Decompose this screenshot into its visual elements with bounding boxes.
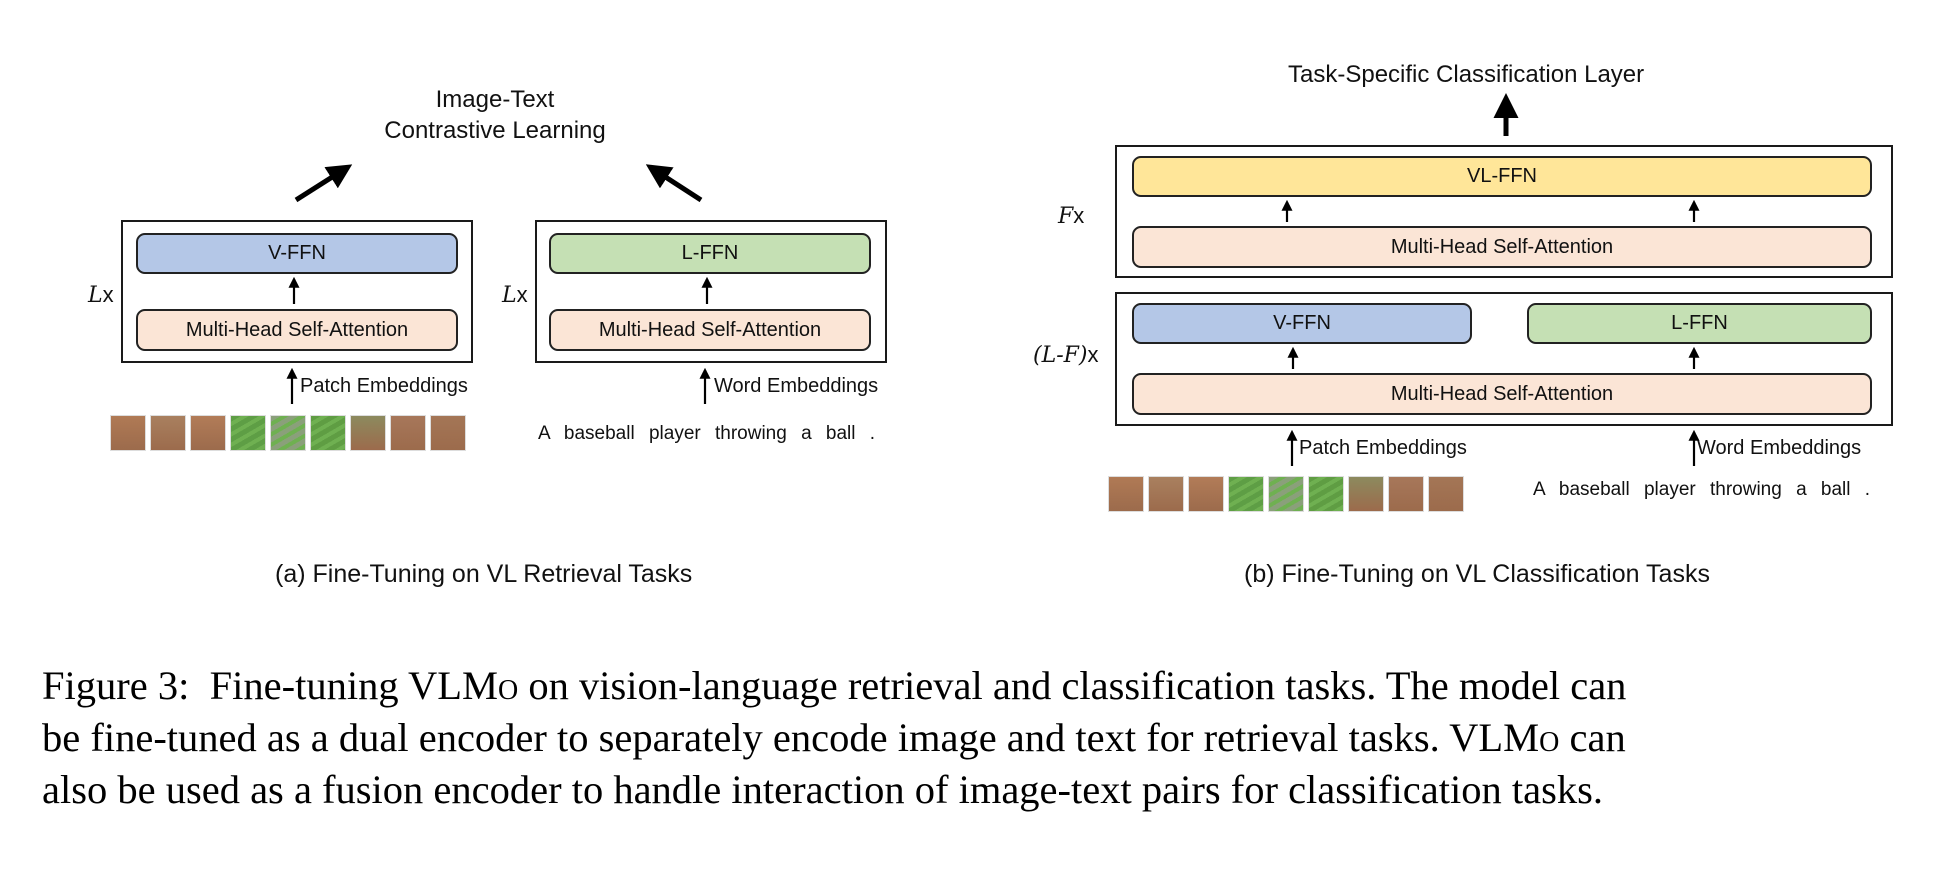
word-embeddings-label: Word Embeddings bbox=[714, 375, 879, 397]
classification-layer-label: Task-Specific Classification Layer bbox=[1288, 61, 1645, 88]
modality-attention-block: Multi-Head Self-Attention bbox=[1132, 373, 1872, 415]
caption-line-2: be fine-tuned as a dual encoder to separ… bbox=[42, 715, 1626, 760]
image-patch bbox=[430, 415, 466, 451]
objective-line-1: Image-Text bbox=[435, 86, 555, 113]
vision-layer-multiplier: Lx bbox=[88, 282, 114, 308]
vl-ffn-block: VL-FFN bbox=[1132, 156, 1872, 197]
vision-attention-block: Multi-Head Self-Attention bbox=[136, 309, 458, 351]
word-embeddings-label-b: Word Embeddings bbox=[1697, 437, 1862, 459]
language-attention-block: Multi-Head Self-Attention bbox=[549, 309, 871, 351]
image-patch bbox=[1308, 476, 1344, 512]
image-patches-a bbox=[110, 415, 466, 451]
subcaption-b: (b) Fine-Tuning on VL Classification Tas… bbox=[1244, 560, 1710, 588]
image-patch bbox=[230, 415, 266, 451]
image-patch bbox=[390, 415, 426, 451]
language-to-objective-arrow bbox=[645, 164, 703, 203]
image-patch bbox=[190, 415, 226, 451]
image-patch bbox=[150, 415, 186, 451]
patch-embeddings-label: Patch Embeddings bbox=[300, 375, 468, 397]
image-patch bbox=[1428, 476, 1464, 512]
image-patch bbox=[1108, 476, 1144, 512]
image-patch bbox=[1188, 476, 1224, 512]
image-patch bbox=[270, 415, 306, 451]
l-ffn-block: L-FFN bbox=[549, 233, 871, 274]
contrastive-objective-label: Image-Text Contrastive Learning bbox=[372, 84, 618, 146]
image-patch bbox=[1228, 476, 1264, 512]
image-patch bbox=[1148, 476, 1184, 512]
vision-to-objective-arrow bbox=[294, 164, 353, 203]
v-ffn-block: V-FFN bbox=[136, 233, 458, 274]
figure-caption: Figure 3: Fine-tuning VLMo on vision-lan… bbox=[42, 660, 1942, 816]
fusion-attention-block: Multi-Head Self-Attention bbox=[1132, 226, 1872, 268]
image-patch bbox=[1268, 476, 1304, 512]
subcaption-a: (a) Fine-Tuning on VL Retrieval Tasks bbox=[275, 560, 693, 588]
fusion-layer-multiplier: Fx bbox=[1058, 203, 1085, 229]
input-sentence-a: A baseball player throwing a ball . bbox=[538, 423, 876, 444]
image-patch bbox=[1388, 476, 1424, 512]
l-ffn-block-b: L-FFN bbox=[1527, 303, 1872, 344]
objective-line-2: Contrastive Learning bbox=[384, 117, 606, 144]
modality-layer-multiplier: (L-F)x bbox=[1033, 342, 1099, 368]
caption-line-1: Figure 3: Fine-tuning VLMo on vision-lan… bbox=[42, 663, 1627, 708]
image-patch bbox=[350, 415, 386, 451]
input-sentence-b: A baseball player throwing a ball . bbox=[1533, 479, 1871, 500]
image-patches-b bbox=[1108, 476, 1464, 512]
image-patch bbox=[110, 415, 146, 451]
caption-line-3: also be used as a fusion encoder to hand… bbox=[42, 767, 1603, 812]
image-patch bbox=[310, 415, 346, 451]
image-patch bbox=[1348, 476, 1384, 512]
language-layer-multiplier: Lx bbox=[502, 282, 528, 308]
patch-embeddings-label-b: Patch Embeddings bbox=[1299, 437, 1467, 459]
v-ffn-block-b: V-FFN bbox=[1132, 303, 1472, 344]
